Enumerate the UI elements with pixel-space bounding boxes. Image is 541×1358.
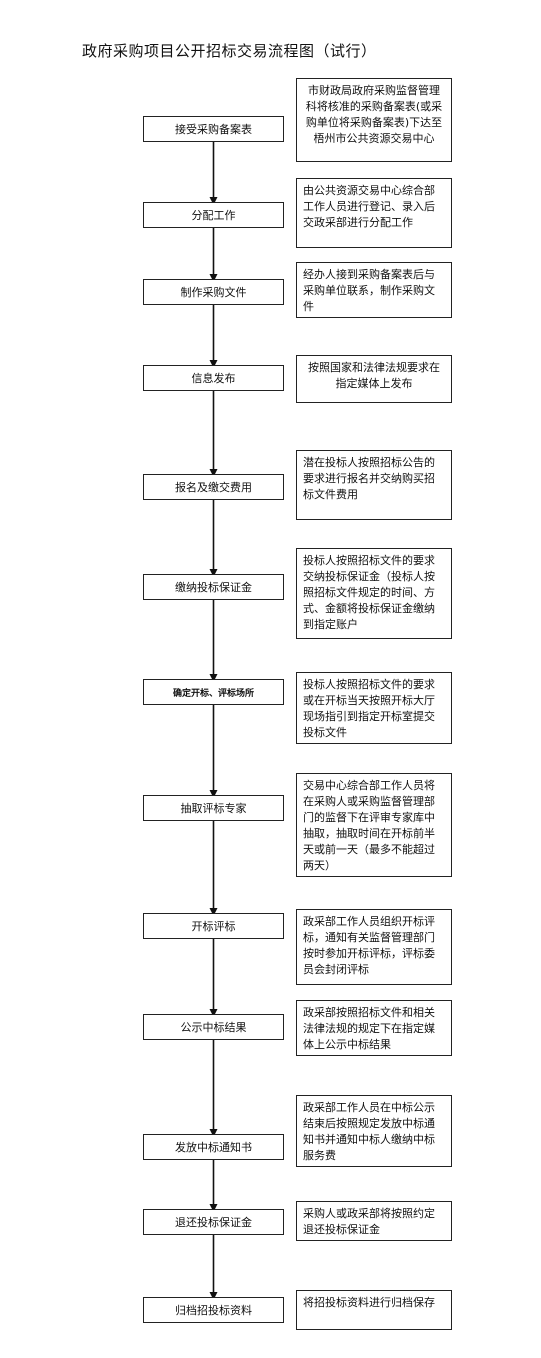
step-note-12: 采购人或政采部将按照约定退还投标保证金 [296,1201,452,1241]
step-box-9: 开标评标 [143,913,284,939]
step-note-1: 市财政局政府采购监督管理科将核准的采购备案表(或采购单位将采购备案表)下达至梧州… [296,78,452,162]
step-note-2: 由公共资源交易中心综合部工作人员进行登记、录入后交政采部进行分配工作 [296,178,452,248]
step-note-3: 经办人接到采购备案表后与采购单位联系，制作采购文件 [296,262,452,318]
step-box-7: 确定开标、评标场所 [143,679,284,705]
step-box-8: 抽取评标专家 [143,795,284,821]
step-box-11: 发放中标通知书 [143,1134,284,1160]
step-note-9: 政采部工作人员组织开标评标，通知有关监督管理部门按时参加开标评标，评标委员会封闭… [296,909,452,985]
step-note-7: 投标人按照招标文件的要求或在开标当天按照开标大厅现场指引到指定开标室提交投标文件 [296,672,452,744]
step-box-5: 报名及缴交费用 [143,474,284,500]
step-note-4: 按照国家和法律法规要求在指定媒体上发布 [296,355,452,403]
page-title: 政府采购项目公开招标交易流程图（试行） [82,42,377,60]
step-note-8: 交易中心综合部工作人员将在采购人或采购监督管理部门的监督下在评审专家库中抽取，抽… [296,773,452,877]
step-box-6: 缴纳投标保证金 [143,574,284,600]
step-note-6: 投标人按照招标文件的要求交纳投标保证金（投标人按照招标文件规定的时间、方式、金额… [296,548,452,639]
step-box-1: 接受采购备案表 [143,116,284,142]
step-box-2: 分配工作 [143,202,284,228]
step-box-10: 公示中标结果 [143,1014,284,1040]
step-note-13: 将招投标资料进行归档保存 [296,1290,452,1330]
step-box-3: 制作采购文件 [143,279,284,305]
step-note-10: 政采部按照招标文件和相关法律法规的规定下在指定媒体上公示中标结果 [296,1000,452,1056]
step-note-5: 潜在投标人按照招标公告的要求进行报名并交纳购买招标文件费用 [296,450,452,520]
step-note-11: 政采部工作人员在中标公示结束后按照规定发放中标通知书并通知中标人缴纳中标服务费 [296,1095,452,1167]
step-box-13: 归档招投标资料 [143,1297,284,1323]
step-box-4: 信息发布 [143,365,284,391]
step-box-12: 退还投标保证金 [143,1209,284,1235]
